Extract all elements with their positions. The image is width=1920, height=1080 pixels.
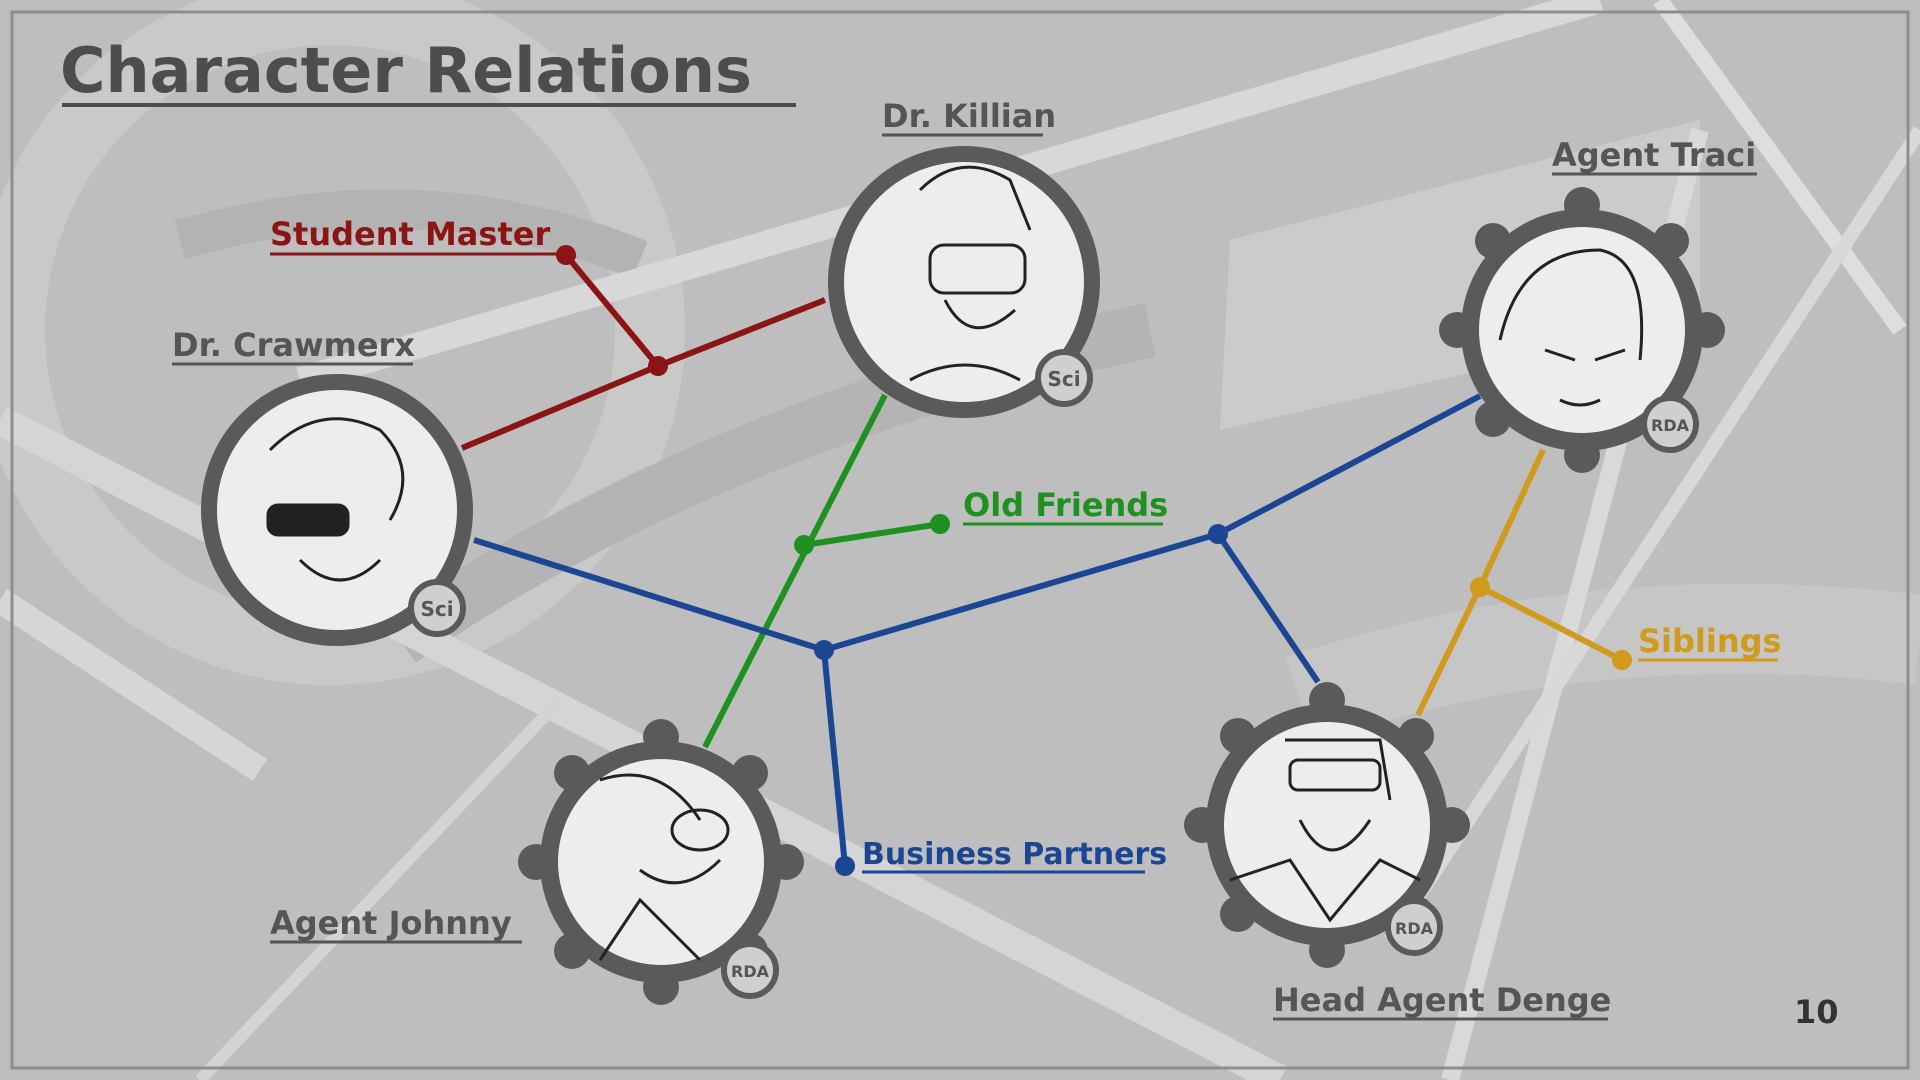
relation-line xyxy=(1478,584,1624,663)
character-denge[interactable]: RDA Head Agent Denge xyxy=(1184,682,1611,1021)
page-number: 10 xyxy=(1794,993,1839,1031)
portrait-sketch xyxy=(1229,738,1421,923)
junction-dot xyxy=(794,535,814,555)
relation-line xyxy=(1415,585,1483,717)
junction-dot xyxy=(814,640,834,660)
old-friends-label: Old Friends xyxy=(963,486,1168,524)
badge-crawmerx xyxy=(408,579,466,637)
old-friends-relation xyxy=(702,393,941,749)
slide-title: Character Relations xyxy=(60,34,752,107)
portrait-sketch xyxy=(1498,248,1644,407)
relation-line xyxy=(473,537,825,653)
relation-line xyxy=(702,393,888,749)
badge-johnny xyxy=(721,941,779,999)
business-partners-relation xyxy=(473,393,1482,867)
name-killian: Dr. Killian xyxy=(882,97,1056,135)
character-crawmerx[interactable]: Sci Dr. Crawmerx xyxy=(172,326,473,646)
portrait-sketch xyxy=(266,417,405,582)
relation-line xyxy=(823,531,1219,653)
badge-killian xyxy=(1035,349,1093,407)
relation-line xyxy=(460,363,660,451)
junction-dot xyxy=(835,856,855,876)
character-traci[interactable]: RDA Agent Traci xyxy=(1439,136,1757,473)
junction-dot xyxy=(1470,577,1490,597)
name-traci: Agent Traci xyxy=(1552,136,1756,174)
portrait-sketch xyxy=(909,165,1032,382)
character-killian[interactable]: Sci Dr. Killian xyxy=(828,97,1100,418)
business-partners-label: Business Partners xyxy=(862,837,1167,872)
badge-label: RDA xyxy=(1395,919,1434,938)
portrait-johnny xyxy=(540,741,782,983)
siblings-label: Siblings xyxy=(1638,622,1782,660)
student-master-relation xyxy=(460,253,827,451)
badge-label: RDA xyxy=(731,962,770,981)
relation-line xyxy=(563,253,661,368)
junction-dot xyxy=(1208,524,1228,544)
junction-dot xyxy=(930,514,950,534)
junction-dot xyxy=(648,356,668,376)
portrait-denge xyxy=(1206,704,1448,946)
badge-label: Sci xyxy=(1047,367,1080,391)
relation-line xyxy=(1216,393,1482,537)
relation-line xyxy=(1215,532,1321,684)
name-crawmerx: Dr. Crawmerx xyxy=(172,326,415,364)
relation-line xyxy=(803,521,941,548)
siblings-relation xyxy=(1415,448,1624,717)
badge-label: RDA xyxy=(1651,416,1690,435)
student-master-label: Student Master xyxy=(270,215,550,253)
badge-traci xyxy=(1641,395,1699,453)
badge-label: Sci xyxy=(420,597,453,621)
junction-dot xyxy=(556,245,576,265)
name-johnny: Agent Johnny xyxy=(270,904,512,942)
badge-denge xyxy=(1385,898,1443,956)
portrait-sketch xyxy=(598,773,730,962)
name-denge: Head Agent Denge xyxy=(1273,981,1611,1019)
relation-line xyxy=(1477,448,1546,589)
junction-dot xyxy=(1612,650,1632,670)
relation-line xyxy=(821,649,848,867)
relation-line xyxy=(656,297,827,369)
portrait-killian xyxy=(828,146,1100,418)
character-johnny[interactable]: RDA Agent Johnny xyxy=(270,719,804,1005)
portrait-traci xyxy=(1461,209,1703,451)
